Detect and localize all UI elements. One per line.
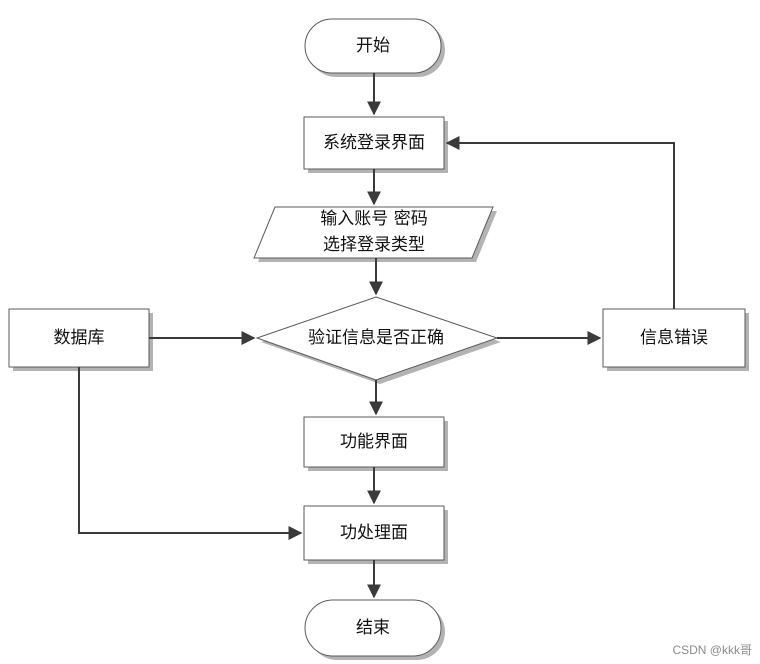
input-label-line1: 输入账号 密码 [320, 209, 427, 229]
arrow-database-to-process [78, 367, 303, 540]
process-page-label: 功处理面 [340, 523, 408, 543]
database-label: 数据库 [54, 328, 105, 348]
function-page-node: 功能界面 [303, 416, 448, 471]
database-node: 数据库 [8, 308, 153, 371]
login-page-node: 系统登录界面 [303, 116, 448, 173]
start-node: 开始 [304, 18, 445, 77]
error-node: 信息错误 [602, 308, 749, 371]
verify-node: 验证信息是否正确 [255, 296, 501, 384]
function-page-label: 功能界面 [340, 432, 408, 452]
input-node: 输入账号 密码 选择登录类型 [253, 206, 497, 262]
process-page-node: 功处理面 [303, 505, 448, 564]
start-label: 开始 [356, 36, 390, 56]
login-page-label: 系统登录界面 [323, 133, 425, 153]
end-label: 结束 [356, 618, 390, 638]
input-label-line2: 选择登录类型 [323, 235, 425, 255]
arrow-error-to-login [445, 136, 675, 309]
end-node: 结束 [304, 599, 445, 660]
verify-label: 验证信息是否正确 [308, 328, 444, 348]
watermark: CSDN @kkk哥 [672, 643, 752, 657]
error-label: 信息错误 [640, 328, 708, 348]
